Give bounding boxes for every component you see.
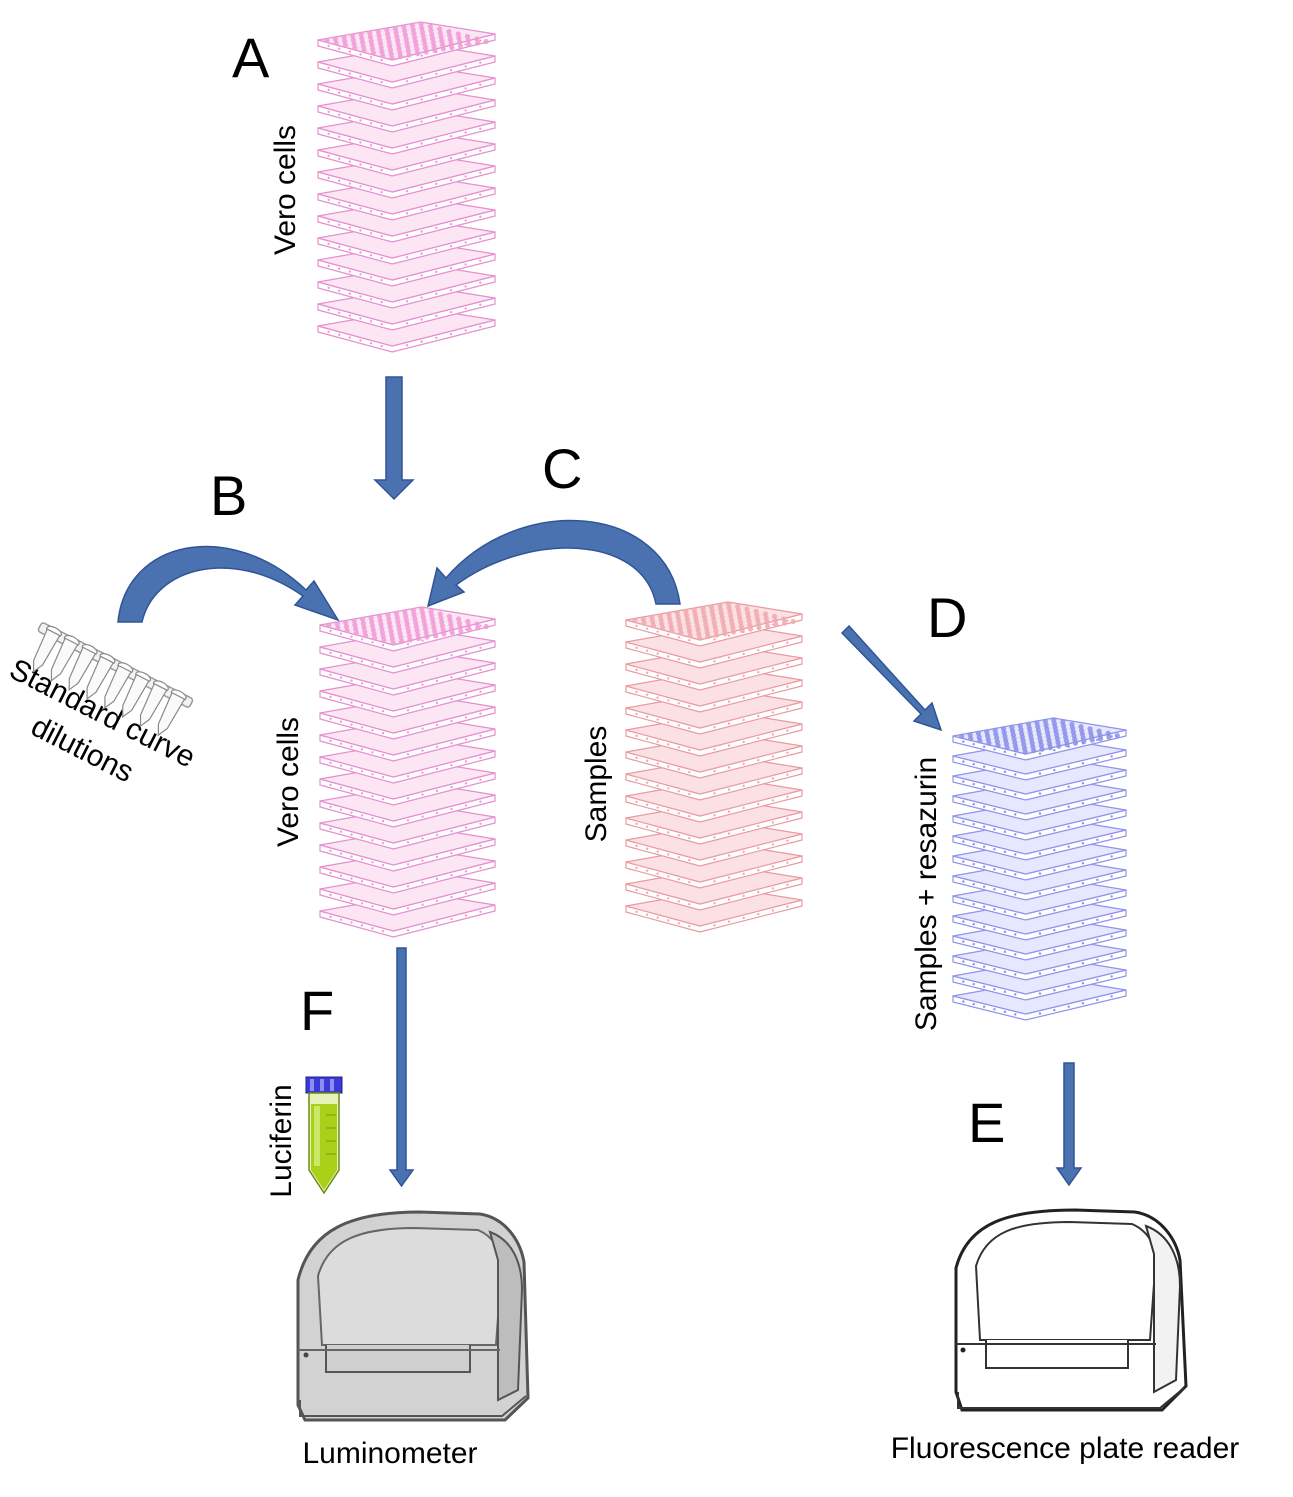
label-luciferin: Luciferin	[265, 1084, 298, 1197]
pcr-tube-strip-icon	[32, 622, 194, 737]
arrow-middle-to-luminometer	[388, 947, 415, 1188]
pcr-tube	[50, 634, 80, 682]
label-vero-cells-middle: Vero cells	[272, 717, 305, 847]
step-letter-d: D	[927, 586, 967, 649]
pcr-tube	[122, 671, 152, 719]
well-grid	[326, 606, 489, 646]
label-samples: Samples	[580, 726, 613, 843]
arrow-d-samples-to-resazurin	[840, 624, 943, 732]
arrow-resazurin-to-reader	[1055, 1062, 1083, 1187]
luminometer-device-icon	[296, 1210, 530, 1422]
curved-arrow-b	[117, 545, 340, 623]
label-fluorescence-plate-reader: Fluorescence plate reader	[891, 1432, 1240, 1465]
plate-reader-device-icon	[954, 1208, 1188, 1412]
samples-plate-stack	[625, 601, 803, 933]
label-samples-resazurin: Samples + resazurin	[910, 757, 943, 1031]
pcr-tube	[104, 662, 134, 710]
arrow-a-to-middle	[373, 376, 415, 501]
well-grid	[959, 717, 1120, 755]
pcr-tube	[68, 643, 98, 691]
pcr-tube	[32, 625, 62, 673]
test-tube-icon	[305, 1076, 343, 1195]
well-grid	[324, 21, 489, 61]
well-grid	[632, 601, 796, 641]
step-letter-f: F	[300, 979, 334, 1042]
label-luminometer: Luminometer	[302, 1437, 477, 1470]
step-letter-b: B	[210, 464, 247, 527]
pcr-tube	[139, 680, 169, 728]
label-vero-cells-top: Vero cells	[269, 125, 302, 255]
curved-arrow-c	[426, 519, 681, 608]
step-letter-c: C	[542, 437, 582, 500]
samples-resazurin-plate-stack	[952, 717, 1127, 1021]
step-letter-a: A	[232, 26, 270, 89]
vero-cells-plate-stack-middle	[319, 606, 496, 938]
pcr-tube	[157, 689, 187, 737]
step-letter-e: E	[968, 1091, 1005, 1154]
vero-cells-plate-stack-top	[317, 21, 496, 353]
pcr-tube	[86, 653, 116, 701]
